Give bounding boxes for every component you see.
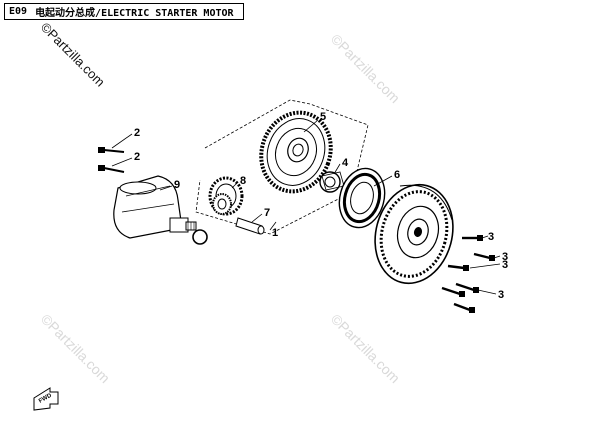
callout-9: 9 (174, 179, 180, 191)
diagram-code: E09 (9, 6, 28, 17)
flywheel-bolt-6 (453, 302, 475, 313)
watermark-faint-1: ©Partzilla.com (328, 31, 403, 106)
starter-driven-gear (259, 110, 333, 194)
callout-3-d: 3 (498, 289, 504, 301)
idler-gear (208, 176, 244, 216)
watermark-main: ©Partzilla.com (38, 20, 108, 90)
callout-8: 8 (240, 175, 246, 187)
callout-2-upper: 2 (134, 127, 140, 139)
flywheel-bolt-1 (462, 235, 483, 241)
callout-6: 6 (394, 169, 400, 181)
flywheel-bolt-5 (441, 286, 465, 297)
callout-7: 7 (264, 207, 270, 219)
watermark-faint-2: ©Partzilla.com (38, 311, 113, 386)
flywheel-bolt-4 (455, 282, 479, 293)
starter-motor (113, 175, 197, 239)
needle-bearing (319, 171, 345, 193)
callout-5: 5 (320, 111, 326, 123)
diagram-title-box: E09 电起动分总成/ELECTRIC STARTER MOTOR (4, 3, 244, 20)
idler-shaft (235, 217, 265, 235)
watermark-faint-3: ©Partzilla.com (328, 311, 403, 386)
starter-bolt-upper (98, 147, 125, 153)
callout-3-a: 3 (488, 231, 494, 243)
callout-1: 1 (272, 227, 278, 239)
leader-lines (111, 119, 501, 295)
diagram-title: 电起动分总成/ELECTRIC STARTER MOTOR (35, 8, 234, 19)
flywheel-bolt-3 (447, 264, 469, 271)
flywheel-bolt-2 (473, 252, 495, 261)
starter-bolt-lower (98, 165, 125, 173)
callout-4: 4 (342, 157, 349, 169)
assembly-outline (195, 99, 369, 235)
o-ring (192, 229, 208, 245)
callout-3-b: 3 (502, 251, 508, 263)
callout-3-c: 3 (502, 259, 508, 271)
one-way-clutch (338, 167, 386, 229)
flywheel-rotor (374, 183, 454, 285)
fwd-direction-marker: FWD (33, 387, 59, 411)
callout-2-lower: 2 (134, 151, 140, 163)
